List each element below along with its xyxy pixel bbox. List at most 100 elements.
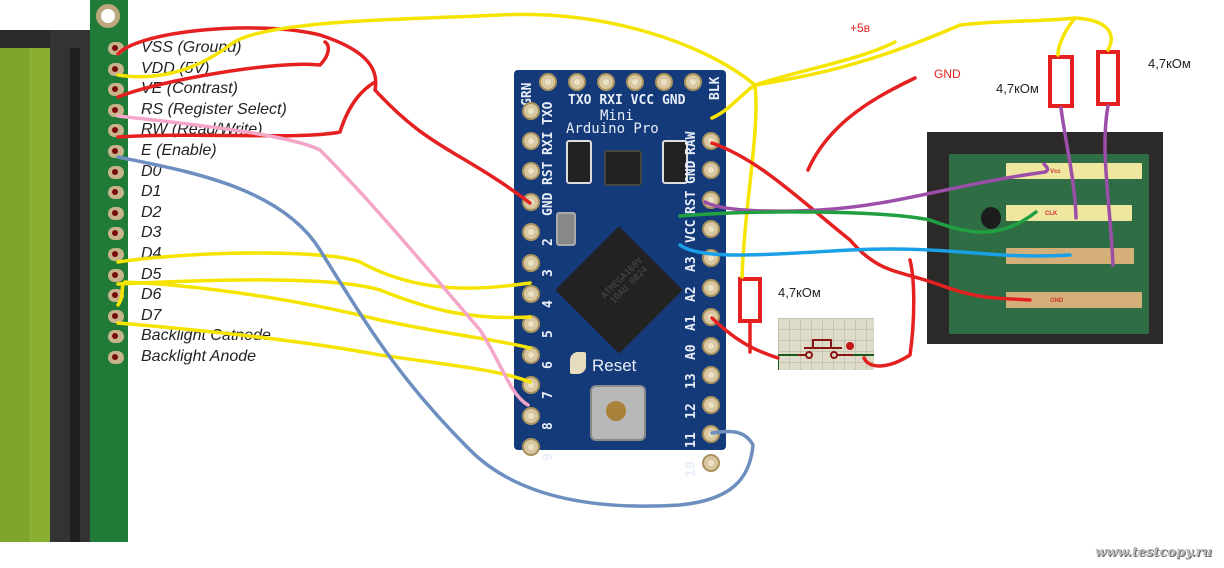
pushbutton-symbol-icon bbox=[777, 339, 874, 370]
lcd-pin-label: RS (Register Select) bbox=[141, 100, 287, 118]
arduino-right-pin bbox=[702, 395, 720, 414]
arduino-left-pin-label: RXI bbox=[541, 131, 556, 155]
arduino-top-pin bbox=[626, 73, 644, 91]
lcd-pin-label: VSS (Ground) bbox=[141, 39, 242, 56]
pushbutton-schematic bbox=[777, 318, 874, 370]
arduino-left-pin bbox=[522, 284, 540, 303]
pin-label-gnd: GND bbox=[661, 93, 686, 108]
arduino-right-pin-label: A2 bbox=[684, 285, 699, 302]
resistor-clk-pullup bbox=[1048, 55, 1074, 108]
wire-d4 bbox=[116, 251, 532, 290]
arduino-right-pin bbox=[702, 190, 720, 209]
lcd-pin-label: D1 bbox=[141, 183, 162, 201]
top-pin-labels: TXO RXI VCC GND bbox=[568, 93, 685, 108]
arduino-left-pin bbox=[522, 407, 540, 425]
lcd-pin-label: D4 bbox=[141, 245, 162, 262]
pad-gnd bbox=[1006, 292, 1142, 308]
pin-label-blk: BLK bbox=[708, 76, 723, 100]
arduino-left-pin-label: 9 bbox=[541, 452, 556, 461]
arduino-right-pin bbox=[702, 454, 720, 473]
lcd-pin bbox=[108, 289, 124, 303]
pad-label-gnd: GND bbox=[1050, 298, 1064, 304]
arduino-top-pin bbox=[539, 73, 557, 91]
arduino-left-pin bbox=[522, 131, 540, 150]
reset-label: Reset bbox=[592, 356, 637, 375]
lcd-pin bbox=[108, 351, 124, 364]
label-gnd: GND bbox=[934, 67, 961, 81]
voltage-regulator bbox=[604, 150, 642, 186]
arduino-top-pin bbox=[568, 73, 586, 91]
sensor-mounting-hole bbox=[981, 207, 1001, 229]
arduino-right-pin bbox=[702, 337, 720, 356]
lcd-pin bbox=[108, 227, 124, 241]
lcd-pin bbox=[108, 83, 124, 97]
lcd-pin-label: D3 bbox=[141, 224, 162, 242]
lcd-pin-label: D7 bbox=[141, 306, 162, 324]
arduino-left-pin-label: 3 bbox=[541, 269, 556, 277]
arduino-left-pin bbox=[522, 437, 540, 456]
pad-clk bbox=[1006, 205, 1132, 221]
arduino-right-pin bbox=[702, 278, 720, 297]
arduino-right-pin-label: 11 bbox=[684, 432, 699, 448]
arduino-left-pin-label: 6 bbox=[541, 360, 556, 369]
arduino-right-pin-label: 13 bbox=[684, 373, 699, 390]
lcd-pin-label: E (Enable) bbox=[141, 142, 217, 159]
pin-label-txo: TXO bbox=[568, 93, 592, 108]
arduino-top-pin bbox=[684, 73, 702, 91]
arduino-left-pin-label: 4 bbox=[541, 299, 556, 308]
pin-label-rxi: RXI bbox=[599, 93, 623, 108]
arduino-right-pin-label: 10 bbox=[684, 461, 699, 478]
lcd-pin bbox=[108, 186, 124, 200]
label-resistor-left: 4,7кОм bbox=[996, 81, 1039, 96]
pad-label-clk: CLK bbox=[1045, 211, 1058, 217]
sparkfun-flame-logo bbox=[570, 352, 586, 374]
lcd-pin-label: D0 bbox=[141, 162, 162, 180]
arduino-right-pin-label: A3 bbox=[684, 256, 699, 273]
arduino-left-pin bbox=[522, 192, 540, 211]
lcd-pin bbox=[108, 145, 124, 158]
reset-button[interactable] bbox=[590, 385, 646, 441]
label-plus5v: +5в bbox=[850, 21, 871, 35]
arduino-left-pin bbox=[522, 345, 540, 364]
arduino-left-pin-label: 2 bbox=[541, 238, 556, 247]
wire-d5 bbox=[116, 278, 532, 320]
arduino-right-pin-label: A1 bbox=[684, 315, 699, 331]
lcd-pin-label: D2 bbox=[141, 203, 162, 221]
lcd-pin-label: Backlight Catnode bbox=[141, 327, 271, 345]
pin-label-vcc: VCC bbox=[630, 93, 655, 108]
arduino-right-pin-label: VCC bbox=[684, 219, 699, 243]
arduino-right-pin-label: 12 bbox=[684, 403, 699, 419]
lcd-pin-label: D6 bbox=[141, 286, 162, 304]
arduino-right-pin bbox=[702, 219, 720, 238]
arduino-left-pin-label: GND bbox=[541, 192, 556, 216]
arduino-top-pin bbox=[655, 73, 673, 91]
pad-vcc bbox=[1006, 163, 1142, 179]
label-resistor-right: 4,7кОм bbox=[1148, 56, 1191, 71]
lcd-bezel-inner bbox=[70, 48, 80, 542]
lcd-pin-label: RW (Read/Write) bbox=[141, 121, 263, 139]
mounting-hole bbox=[96, 4, 120, 28]
lcd-pin bbox=[108, 42, 124, 55]
arduino-left-pin bbox=[522, 254, 540, 272]
regulator-cap-left bbox=[566, 140, 592, 184]
lcd-pin bbox=[108, 248, 124, 261]
lcd-pin-label: VE (Contrast) bbox=[141, 80, 238, 98]
lcd-pin bbox=[108, 62, 124, 76]
lcd-screen-glass bbox=[0, 45, 31, 542]
lcd-pin bbox=[108, 309, 124, 323]
lcd-pin-label: Backlight Anode bbox=[141, 348, 257, 365]
lcd-pin bbox=[108, 330, 124, 344]
watermark: www.testcopy.ru bbox=[1095, 545, 1212, 560]
label-resistor-a1: 4,7кОм bbox=[778, 285, 821, 300]
resistor-a1-pullup bbox=[738, 277, 762, 323]
arduino-right-pin-label: A0 bbox=[684, 344, 699, 361]
arduino-right-pin bbox=[702, 425, 720, 443]
arduino-right-pin-label: GND bbox=[684, 160, 699, 185]
arduino-left-pin-label: 5 bbox=[541, 330, 556, 339]
crystal bbox=[556, 212, 576, 246]
arduino-left-pin-label: TXO bbox=[541, 101, 556, 125]
arduino-left-pin-label: 8 bbox=[541, 422, 556, 430]
arduino-right-pin-label: RAW bbox=[684, 131, 699, 155]
arduino-right-pin bbox=[702, 307, 720, 326]
lcd-pin-label: D5 bbox=[141, 265, 162, 283]
